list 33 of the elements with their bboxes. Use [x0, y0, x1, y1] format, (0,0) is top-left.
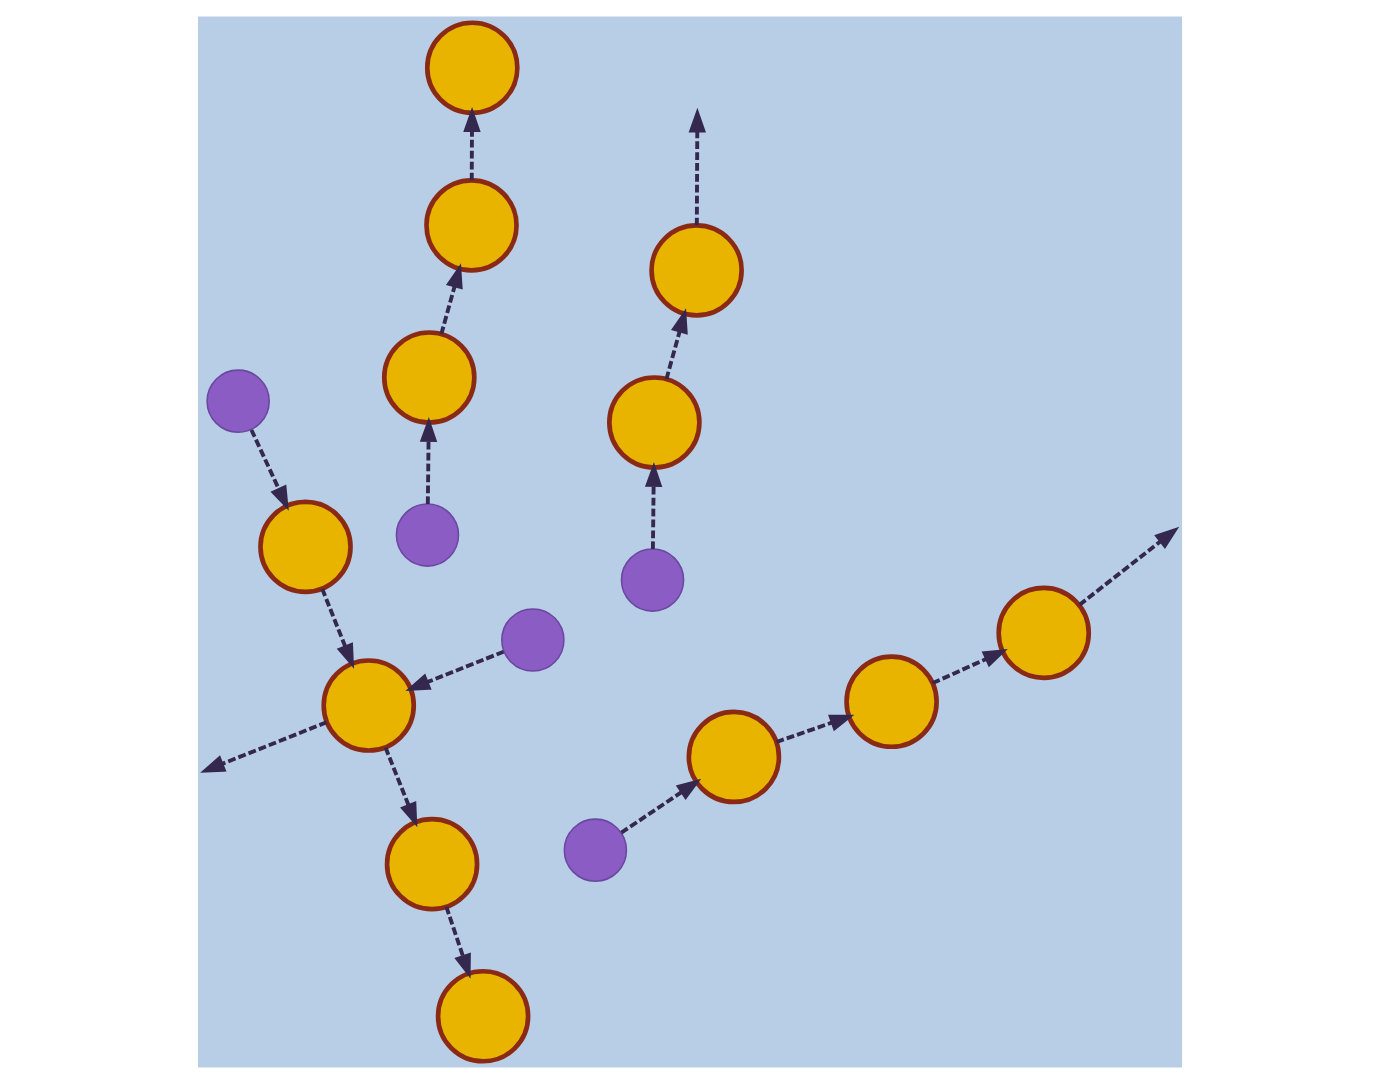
node-circle — [423, 20, 519, 116]
arrow — [643, 462, 662, 549]
node-circle — [995, 585, 1091, 681]
node-circle — [562, 818, 627, 882]
arrow — [248, 429, 288, 511]
node-circle — [606, 375, 701, 470]
node-circle — [205, 369, 269, 433]
arrow — [199, 720, 327, 773]
arrow — [619, 778, 701, 835]
node-circle — [434, 968, 530, 1064]
node-circle — [843, 654, 938, 750]
arrow — [930, 649, 1007, 685]
arrow — [319, 588, 354, 669]
node-circle — [320, 658, 416, 753]
arrow — [418, 417, 437, 504]
arrow — [663, 308, 687, 380]
arrow — [774, 714, 854, 744]
arrow — [687, 107, 705, 226]
arrow — [443, 906, 470, 979]
node-circle — [500, 608, 564, 672]
node-circle — [619, 548, 684, 612]
node-circle — [648, 223, 743, 318]
arrow — [404, 649, 504, 691]
arrow — [438, 263, 462, 335]
arrow — [382, 746, 417, 828]
node-circle — [685, 709, 781, 805]
arrow — [462, 107, 480, 181]
node-circle — [257, 499, 352, 595]
node-circle — [423, 178, 518, 273]
node-circle — [394, 503, 459, 567]
node-circle — [380, 330, 476, 425]
arrow — [1077, 526, 1179, 607]
node-circle — [383, 816, 479, 912]
